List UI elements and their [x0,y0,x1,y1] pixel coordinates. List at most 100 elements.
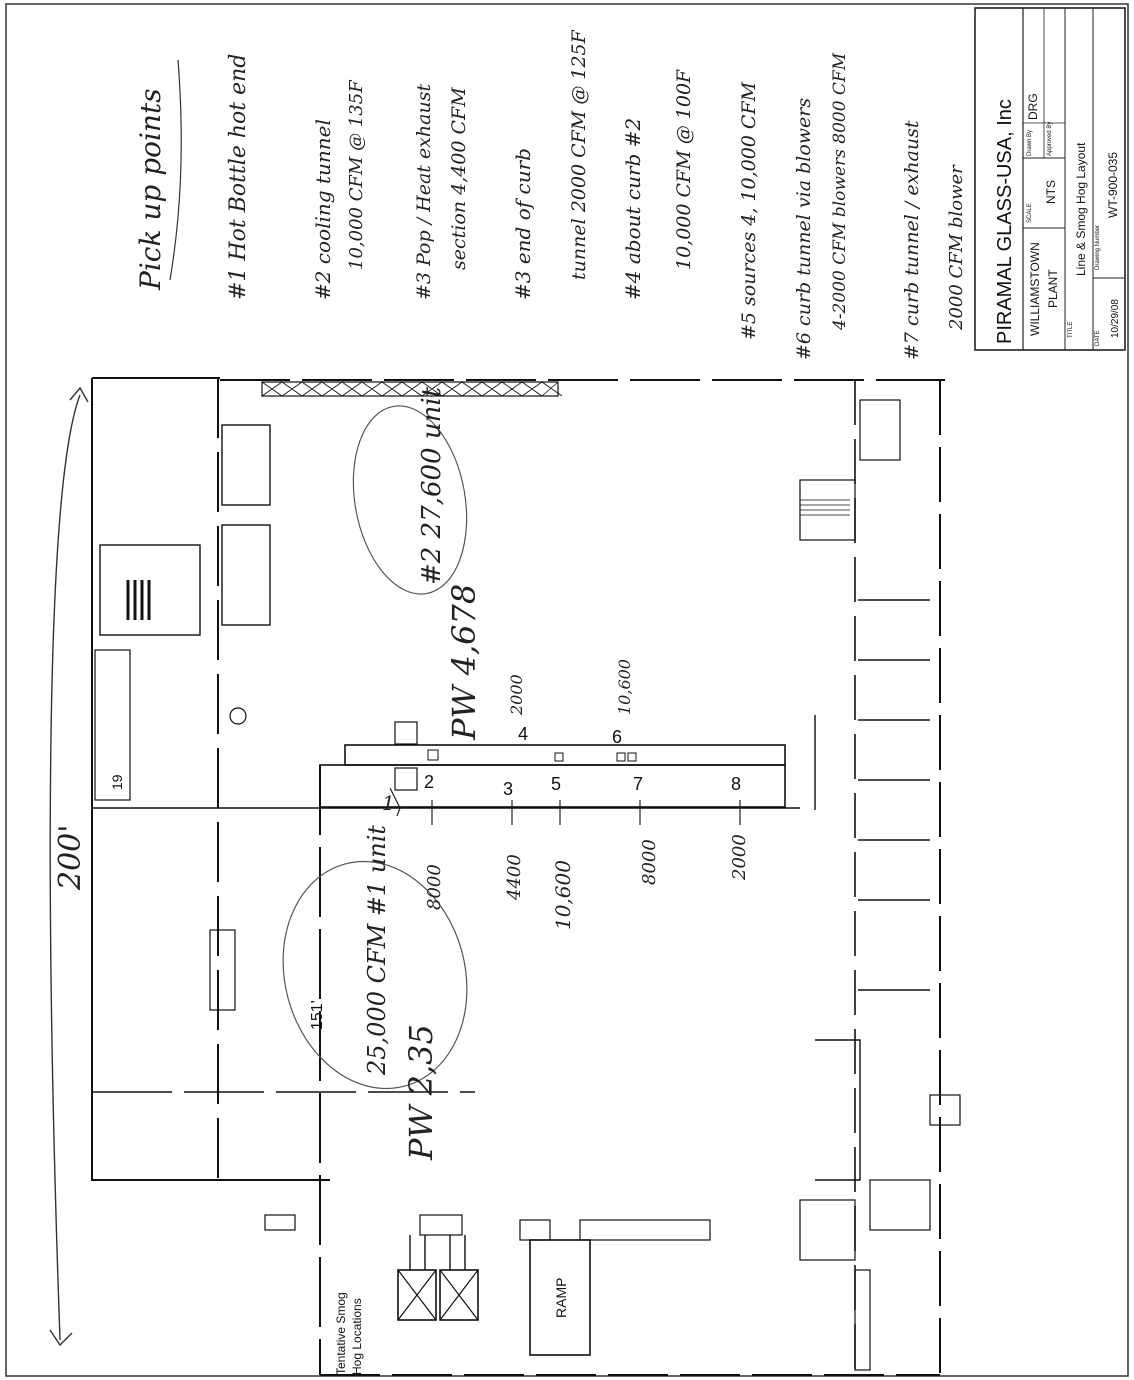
production-line-upper [344,744,786,766]
north-conveyor [261,381,559,397]
leader-1 [389,787,401,817]
pickup-note-1a: #1 Hot Bottle hot end [226,54,251,300]
pickup-note-5b: 10,000 CFM @ 100F [673,69,695,270]
south-bay-4 [264,1214,296,1231]
location-line2: PLANT [1046,269,1060,308]
flow-label-8000-2: 8000 [639,839,660,885]
pickup-note-7b: 4-2000 CFM blowers 8000 CFM [830,52,850,331]
smog-hog-unit-2 [439,1269,479,1321]
pickup-note-3a: #3 Pop / Heat exhaust [413,84,435,300]
scale-label: SCALE [1027,203,1033,223]
drawing-number: WT-900-035 [1106,152,1120,218]
drawing-number-label: Drawing Number [1095,225,1101,270]
dimension-200: 200' [53,824,88,891]
approved-by-label: Approved By [1047,122,1053,156]
unit-2-cfm: #2 27,600 unit [417,386,447,585]
date-label: DATE [1095,330,1101,346]
west-wall [91,378,330,1181]
pickup-note-2b: 10,000 CFM @ 135F [346,79,367,270]
west-tank [229,707,247,725]
dimension-arc [49,394,81,1341]
unit-1-cfm: 25,000 CFM #1 unit [363,825,391,1076]
floor-plan [91,377,961,1380]
west-equipment-1 [221,424,271,506]
pickup-note-5a: #4 about curb #2 [621,118,645,300]
south-bay-3 [579,1219,711,1241]
stair-treads-1 [800,499,850,516]
pickup-marker-3: 3 [503,779,513,799]
line-box-6b [627,752,637,762]
east-doorway [929,1094,961,1126]
room-19-label: 19 [109,774,125,790]
pickup-note-8b: 2000 CFM blower [946,164,967,331]
unit-1-pw: PW 2,35 [402,1024,440,1161]
smog-hog-legend-2: Hog Locations [350,1298,364,1375]
pickup-marker-4: 4 [518,724,528,744]
pickup-marker-5: 5 [551,774,561,794]
flow-label-2000: 2000 [729,834,750,881]
unit-2-circle [352,405,468,595]
dimension-arrow-top [69,386,89,403]
east-wall-segments [814,715,861,1181]
pickup-marker-leaders [389,787,741,825]
date-value: 10/29/08 [1110,299,1121,338]
production-line-lower [319,764,786,808]
company-name: PIRAMAL GLASS-USA, Inc [994,99,1016,344]
flow-label-2000-top: 2000 [507,674,526,716]
pickup-note-3b: section 4,400 CFM [448,87,470,270]
location-line1: WILLIAMSTOWN [1028,242,1042,336]
east-stair-2 [854,1269,871,1371]
pickup-note-4a: #3 end of curb [511,148,535,300]
pickup-note-4b: tunnel 2000 CFM @ 125F [568,29,590,280]
drawn-by-value: DRG [1026,93,1040,120]
west-room-fixtures [126,580,151,620]
pickup-marker-6: 6 [612,727,622,747]
smog-hog-ducts [409,1235,466,1270]
line-box-2 [427,749,439,761]
east-room-3 [869,1179,931,1231]
dimension-151: 151' [309,1000,326,1030]
flow-label-10600-top: 10,600 [615,659,634,715]
room-19 [94,649,131,801]
drawing-title: Line & Smog Hog Layout [1074,142,1088,276]
line-box-5 [554,752,564,762]
pickup-marker-1: 1 [382,791,395,815]
conveyor-hatching [261,381,563,397]
east-bay-partitions [858,599,930,991]
smog-hog-unit-1-x [397,1269,437,1321]
scale-value: NTS [1044,180,1058,204]
west-equipment-3 [209,929,236,1011]
flow-label-4400: 4400 [504,854,525,901]
west-equipment-2 [221,524,271,626]
ramp-label: RAMP [553,1278,569,1318]
pickup-marker-2: 2 [424,772,434,792]
flow-label-8000-1: 8000 [424,864,445,910]
pickup-marker-8: 8 [731,774,741,794]
line-box-6a [616,752,626,762]
east-room-1 [859,399,901,461]
title-block: PIRAMAL GLASS-USA, Inc WILLIAMSTOWN PLAN… [974,7,1126,351]
pickup-note-7a: #6 curb tunnel via blowers [793,98,815,360]
west-room [99,544,201,636]
smog-hog-legend-1: Tentative Smog [334,1292,348,1375]
ramp [529,1239,591,1356]
unit-1-circle [282,860,468,1090]
line-equipment-top [394,721,418,745]
east-room-2 [799,1199,856,1261]
dimension-arrow-bottom [49,1329,73,1347]
flow-label-10600: 10,600 [551,860,575,930]
unit-2-pw: PW 4,678 [445,584,483,741]
pickup-note-2a: #2 cooling tunnel [311,119,335,300]
line-equipment-bottom [394,767,418,791]
pickup-note-8a: #7 curb tunnel / exhaust [901,120,923,360]
smog-hog-unit-2-x [439,1269,479,1321]
heading-underline [169,59,182,281]
title-label: TITLE [1068,322,1074,338]
pickup-marker-7: 7 [633,774,643,794]
south-bay-2 [519,1219,551,1241]
drawn-by-label: Drawn By [1027,130,1033,156]
pickup-notes: Pick up points #1 Hot Bottle hot end #2 … [134,29,967,360]
smog-hog-unit-1 [397,1269,437,1321]
pickup-notes-heading: Pick up points [134,88,167,291]
